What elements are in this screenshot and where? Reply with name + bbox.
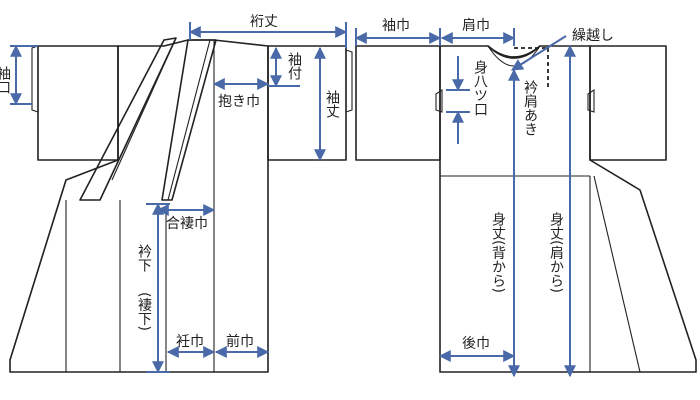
label-okumi: 衽巾 [176,334,204,350]
back-left-sleeve [355,45,441,161]
back-collar [487,45,541,59]
label-erishita: 衿下 [136,244,152,272]
front-collar-right [161,39,217,201]
dim-kurikoshi-pointer [510,35,567,71]
label-ushirohaba: 後巾 [462,336,490,352]
label-kurikoshi: 繰越し [572,28,614,44]
label-tsuke: 袖付 [286,52,302,81]
label-mitake-back: 身丈(背から) [490,212,506,293]
label-dakihaba: 抱き巾 [218,94,260,110]
front-sleeve-cuff [31,45,39,113]
back-yatsuguchi-right [587,88,595,113]
label-yatsuguchi: 身八ツ口 [472,60,488,116]
label-sodeguchi: 袖口 [0,66,11,94]
label-katahaba: 肩巾 [462,18,490,34]
back-collar-inner [487,45,541,67]
label-tsumashita: (褄下) [136,292,152,331]
label-sodetake: 袖丈 [324,90,340,118]
front-right-cuff [345,49,353,113]
back-gusset-line [593,175,641,373]
label-maehaba: 前巾 [226,333,254,350]
front-gusset [9,179,67,361]
label-sodehaba: 袖巾 [382,18,410,34]
back-right-sleeve [589,45,667,161]
label-aiokumi: 合褄巾 [166,216,208,232]
front-body [9,39,269,373]
back-yatsuguchi-left [435,88,443,113]
label-erikata: 衿肩あき [522,80,538,136]
front-collar-fold [111,37,177,181]
front-collar-inner [167,39,211,201]
labels: 袖口 裄丈 袖付 袖丈 抱き巾 合褄巾 衿下 (褄下) 衽巾 前巾 袖巾 肩巾 … [0,14,614,352]
front-kimono-outline [9,37,353,373]
front-dimensions [10,22,348,374]
front-collar-left [79,37,177,201]
label-yukitake: 裄丈 [250,14,278,30]
label-mitake-shoulder: 身丈(肩から) [548,212,564,293]
back-dimensions [354,28,576,378]
front-left-sleeve [37,45,119,161]
